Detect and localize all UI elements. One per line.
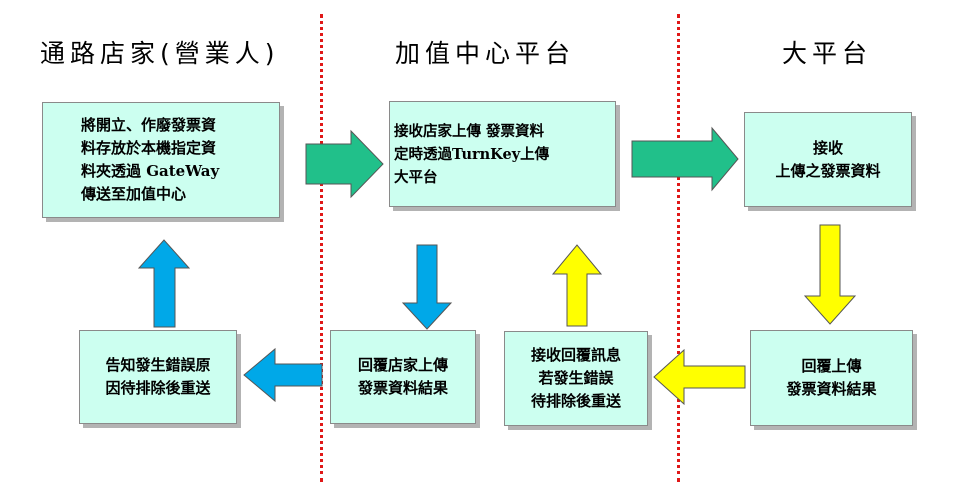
box-line: 發票資料結果 (357, 379, 448, 397)
box-store-notify-error: 告知發生錯誤原 因待排除後重送 (79, 330, 237, 424)
column-divider-1 (320, 14, 323, 482)
box-line: 上傳之發票資料 (775, 161, 881, 180)
box-line: 定時透過TurnKey上傳 (394, 145, 550, 163)
box-line: 回覆店家上傳 (357, 356, 448, 374)
box-line: 待排除後重送 (530, 392, 621, 410)
arrow-left-platform-to-center (653, 348, 746, 406)
box-center-reply-store: 回覆店家上傳 發票資料結果 (330, 330, 476, 424)
arrow-right-center-to-platform (631, 126, 739, 192)
box-line: 回覆上傳 (801, 357, 862, 375)
arrow-down-center (401, 244, 453, 330)
box-line: 將開立、作廢發票資 (81, 116, 217, 134)
box-line: 傳送至加值中心 (81, 185, 187, 203)
box-line: 因待排除後重送 (105, 379, 211, 397)
box-line: 接收店家上傳 發票資料 (394, 122, 545, 140)
box-line: 若發生錯誤 (538, 369, 614, 387)
box-center-receive-reply: 接收回覆訊息 若發生錯誤 待排除後重送 (504, 331, 648, 426)
arrow-up-center (551, 244, 603, 327)
box-platform-reply: 回覆上傳 發票資料結果 (750, 330, 913, 426)
box-store-send-invoice: 將開立、作廢發票資 料存放於本機指定資 料夾透過 GateWay 傳送至加值中心 (42, 102, 280, 218)
box-line: 接收 (812, 138, 843, 157)
box-center-receive-upload: 接收店家上傳 發票資料 定時透過TurnKey上傳 大平台 (389, 101, 616, 207)
box-line: 告知發生錯誤原 (105, 356, 211, 374)
column-title-value-center: 加值中心平台 (395, 39, 576, 68)
box-line: 料夾透過 GateWay (81, 162, 220, 180)
box-line: 大平台 (394, 168, 438, 186)
arrow-down-platform (803, 224, 857, 325)
arrow-right-store-to-center (305, 129, 384, 199)
box-line: 料存放於本機指定資 (81, 139, 217, 157)
arrow-up-store (137, 239, 191, 328)
column-title-store: 通路店家(營業人) (40, 39, 280, 68)
box-line: 發票資料結果 (786, 380, 877, 398)
box-platform-receive: 接收 上傳之發票資料 (744, 112, 912, 207)
box-line: 接收回覆訊息 (530, 346, 621, 364)
arrow-left-center-to-store (243, 347, 323, 403)
column-title-main-platform: 大平台 (782, 39, 873, 68)
column-divider-2 (677, 14, 680, 482)
